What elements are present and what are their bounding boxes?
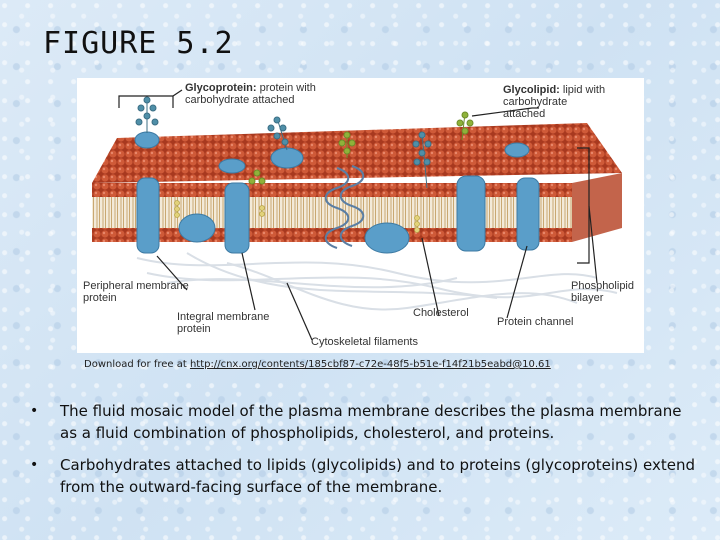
bullet-item: • The fluid mosaic model of the plasma m… (30, 402, 682, 442)
protein-channel (324, 165, 365, 249)
cnx-link[interactable]: http://cnx.org/contents/185cbf87-c72e-48… (189, 359, 551, 370)
bilayer-side-face (572, 173, 622, 242)
label-glycoprotein: Glycoprotein: protein with carbohydrate … (185, 82, 316, 106)
membrane-figure: Glycoprotein: protein with carbohydrate … (77, 78, 644, 353)
slide-title: FIGURE 5.2 (43, 26, 234, 61)
download-credit: Download for free at http://cnx.org/cont… (84, 359, 551, 370)
leader-lines (118, 89, 598, 341)
integral-proteins (134, 131, 540, 254)
bullet-marker: • (30, 457, 39, 473)
cholesterol-molecules (174, 200, 420, 233)
bullet-list: • The fluid mosaic model of the plasma m… (30, 400, 700, 508)
label-protein-channel: Protein channel (497, 316, 574, 328)
bilayer-top-surface (92, 123, 622, 183)
label-peripheral-protein: Peripheral membrane protein (83, 280, 189, 304)
cytoskeletal-filaments (136, 252, 618, 311)
label-cholesterol: Cholesterol (413, 307, 469, 319)
glycolipid-chains (248, 111, 474, 185)
membrane-diagram (92, 89, 622, 341)
glycoprotein-chains (135, 96, 432, 189)
bullet-marker: • (30, 403, 39, 419)
bullet-item: • Carbohydrates attached to lipids (glyc… (30, 456, 695, 496)
label-cytoskeletal: Cytoskeletal filaments (311, 336, 418, 348)
label-phospholipid-bilayer: Phospholipid bilayer (571, 280, 634, 304)
label-glycolipid: Glycolipid: lipid with carbohydrate atta… (503, 84, 606, 120)
label-integral-protein: Integral membrane protein (177, 311, 270, 335)
